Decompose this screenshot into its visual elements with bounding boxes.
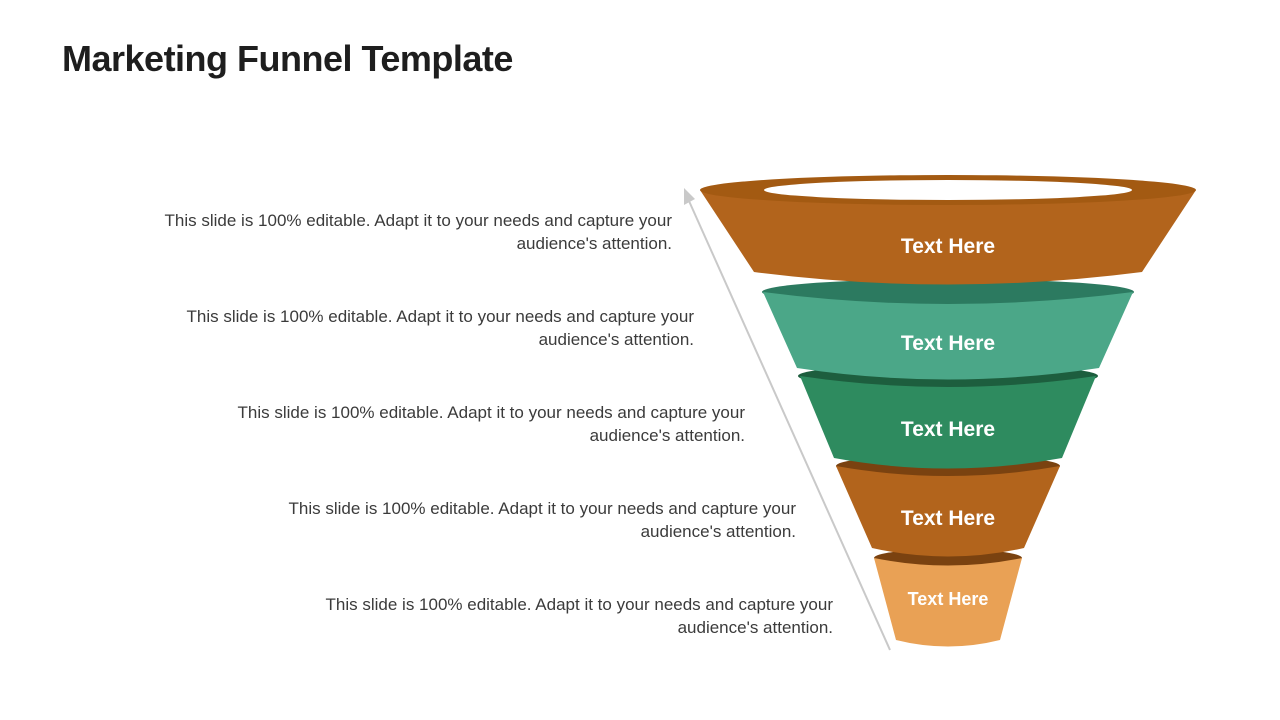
funnel-level-2-lip <box>762 279 1134 305</box>
funnel-mouth-opening <box>764 180 1132 200</box>
funnel-level-1-segment <box>700 190 1196 285</box>
funnel-level-2-label: Text Here <box>901 332 995 355</box>
funnel-level-5-segment <box>874 558 1022 647</box>
funnel-level-4-label: Text Here <box>901 507 995 530</box>
funnel-level-3-label: Text Here <box>901 418 995 441</box>
funnel-level-1-label: Text Here <box>901 235 995 258</box>
trend-arrow <box>684 188 891 651</box>
trend-arrow-line <box>688 200 891 651</box>
funnel-level-4-segment <box>836 466 1060 557</box>
level-5-description: This slide is 100% editable. Adapt it to… <box>325 595 833 638</box>
level-1-description: This slide is 100% editable. Adapt it to… <box>164 211 672 254</box>
funnel-level-2-segment <box>763 292 1133 380</box>
level-3-description: This slide is 100% editable. Adapt it to… <box>237 403 745 446</box>
level-4-description: This slide is 100% editable. Adapt it to… <box>288 499 796 542</box>
slide-title: Marketing Funnel Template <box>62 38 513 79</box>
level-2-description: This slide is 100% editable. Adapt it to… <box>186 307 694 350</box>
trend-arrow-head-icon <box>684 188 695 205</box>
funnel-level-5-label: Text Here <box>908 589 989 609</box>
funnel-level-3-segment <box>800 376 1096 469</box>
